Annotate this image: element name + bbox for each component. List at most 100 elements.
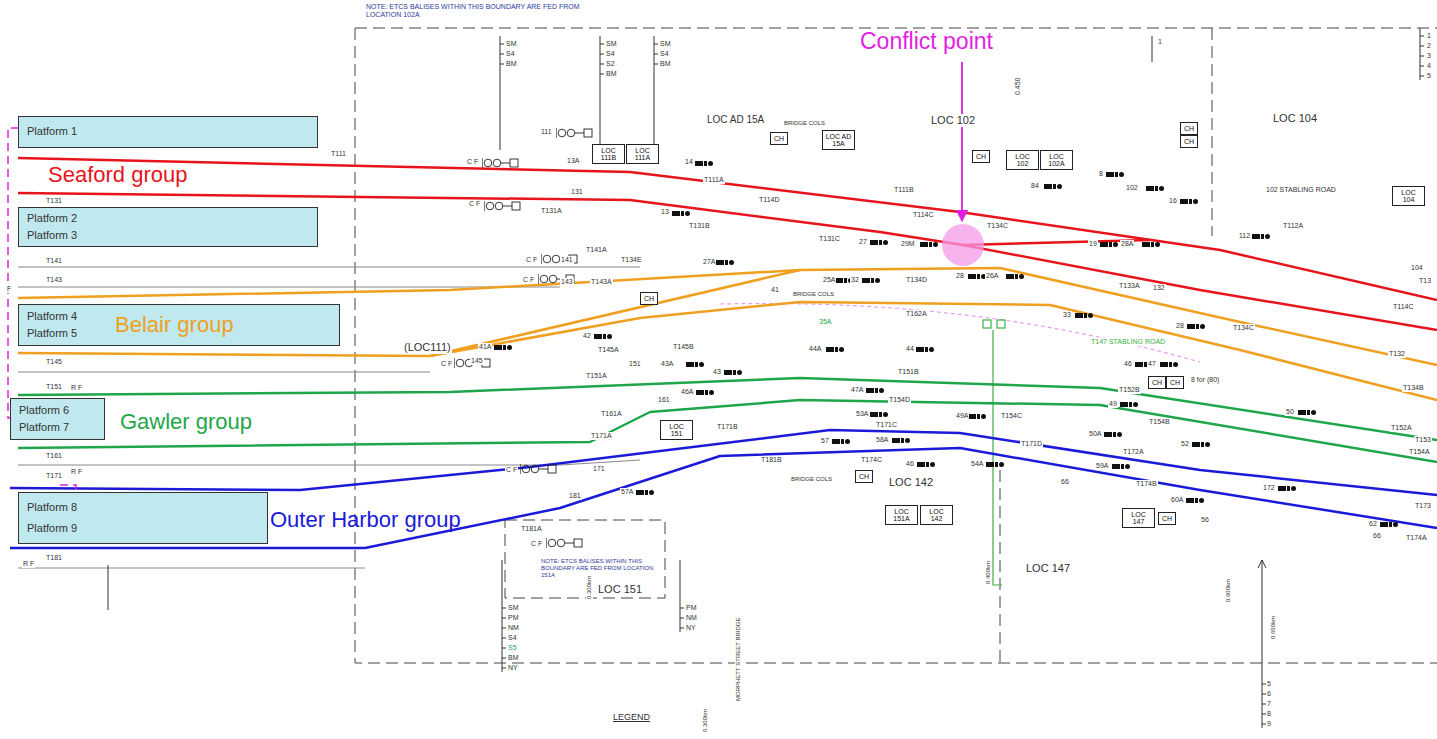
location-label: LOC 104: [1272, 112, 1318, 125]
signal-number: 53A: [855, 410, 869, 418]
signal-number: 44A: [808, 345, 822, 353]
cable-label: S4: [505, 50, 516, 58]
location-box: LOC 147: [1122, 508, 1155, 528]
road-label: T147 STABLING ROAD: [1090, 338, 1166, 346]
signal-symbol: [826, 347, 844, 352]
signal-number: 172: [1262, 484, 1276, 492]
signal-number: 57: [820, 437, 830, 445]
group-label: Outer Harbor group: [270, 507, 461, 532]
feed-box: [997, 320, 1005, 328]
point-label: C F: [505, 466, 518, 474]
platform-name: Platform 3: [27, 229, 77, 242]
signal-number: 58A: [875, 436, 889, 444]
location-box: CH: [640, 292, 658, 305]
signal-number: 54A: [970, 460, 984, 468]
cable-label: 9: [1266, 720, 1272, 728]
location-box: LOC 151A: [885, 505, 918, 525]
signal-number: 46: [1123, 360, 1133, 368]
signal-number: 46: [905, 460, 915, 468]
point-label: C F: [468, 200, 481, 208]
legend-heading: LEGEND: [612, 712, 651, 722]
belair-crossover: [430, 270, 800, 356]
location-box: LOC 102A: [1040, 150, 1073, 170]
cable-label: NM: [685, 614, 698, 622]
location-name: LOC 102A: [1044, 153, 1070, 168]
signal-symbol: [1252, 234, 1270, 239]
track-label: T114C: [912, 211, 935, 219]
signal-number: 13A: [566, 157, 580, 165]
signal-symbol: [870, 412, 888, 417]
signal-number: 35A: [818, 318, 832, 326]
location-name: CH: [1162, 515, 1172, 522]
location-box: LOC 111A: [626, 144, 659, 164]
point-label: C F: [466, 158, 479, 166]
platform-name: Platform 6: [19, 404, 69, 417]
structure-label: BRIDGE COLS: [783, 120, 826, 127]
location-name: CH: [774, 135, 784, 142]
location-box: LOC 104: [1392, 186, 1425, 206]
signal-number: 29M: [900, 240, 916, 248]
boundary-lines: [355, 28, 1437, 663]
signal-symbol: [916, 347, 934, 352]
signal-symbol: [1180, 199, 1198, 204]
signal-number: 59A: [1095, 462, 1109, 470]
signal-number: 49A: [955, 412, 969, 420]
signal-number: 27: [858, 238, 868, 246]
signal-number: 181: [568, 492, 582, 500]
signal-number: 145: [470, 357, 484, 365]
track-label: T162A: [905, 310, 928, 318]
track-label: T171C: [875, 421, 898, 429]
location-name: LOC 104: [1396, 189, 1422, 204]
location-boundary: [505, 520, 665, 598]
signal-symbol: [672, 211, 690, 216]
location-box: CH: [1180, 122, 1198, 135]
signal-number: 56: [1200, 516, 1210, 524]
signal-number: 13: [660, 208, 670, 216]
location-label: LOC AD 15A: [706, 114, 765, 126]
track-label: T112A: [1282, 222, 1304, 230]
location-name: CH: [976, 153, 986, 160]
track-label: T131A: [540, 207, 563, 215]
platform-box: Platform 2Platform 3: [18, 207, 318, 247]
cable-label: S4: [659, 50, 670, 58]
cable-label: SM: [507, 604, 520, 612]
signal-number: 42: [582, 332, 592, 340]
location-box: CH: [855, 470, 873, 483]
cable-label: 4: [1426, 62, 1432, 70]
track-label: T161A: [600, 410, 623, 418]
signal-symbol: [1186, 498, 1204, 503]
signal-number: 143: [560, 278, 574, 286]
track-label: T171D: [1020, 440, 1043, 448]
signal-number: 28A: [1120, 240, 1134, 248]
location-boundary: [355, 28, 1437, 663]
signal-symbol: [968, 274, 986, 279]
track-label: T174C: [860, 456, 883, 464]
signal-number: 50: [1285, 408, 1295, 416]
track-label: T134E: [620, 256, 643, 264]
track-label: T111A: [703, 176, 725, 184]
signal-symbol: [686, 362, 704, 367]
track-label: T114C: [1392, 303, 1415, 311]
location-name: LOC 151: [664, 423, 690, 438]
signal-number: 66: [1372, 532, 1382, 540]
point-label: R F: [70, 384, 83, 392]
track-label: T134B: [1402, 384, 1425, 392]
signal-number: 171: [592, 465, 606, 473]
signal-number: 60A: [1170, 496, 1184, 504]
track-label: T134D: [905, 276, 928, 284]
grey-tracks: [18, 267, 640, 568]
cable-label: BM: [659, 60, 672, 68]
signal-number: 28: [955, 272, 965, 280]
structure-label: BRIDGE COLS: [790, 476, 833, 483]
location-box: CH: [770, 132, 788, 145]
location-name: CH: [859, 473, 869, 480]
cable-label: 5: [1266, 680, 1272, 688]
cable-label: 8: [1266, 710, 1272, 718]
track-label: T154B: [1148, 418, 1171, 426]
signal-symbol: [1106, 172, 1124, 177]
signal-number: 161: [657, 396, 671, 404]
signal-number: 43: [712, 368, 722, 376]
location-name: LOC 151A: [889, 508, 915, 523]
point-symbol: [484, 201, 520, 211]
cable-label: BM: [507, 654, 520, 662]
